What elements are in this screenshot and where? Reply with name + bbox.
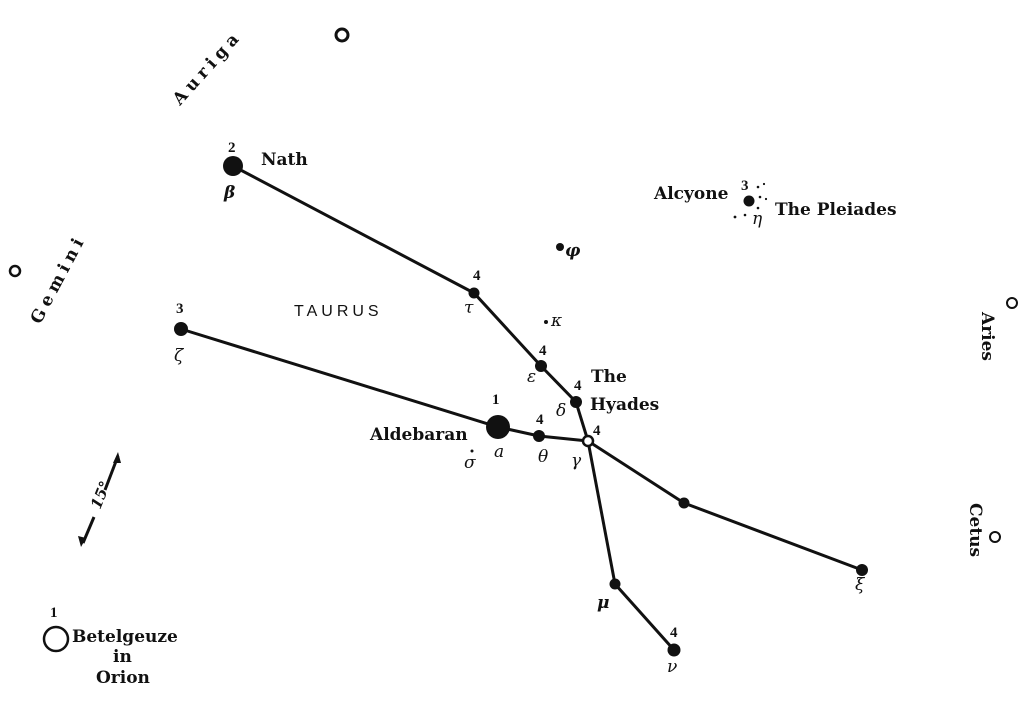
label-nath: Nath	[261, 150, 308, 170]
star-xi	[856, 564, 868, 576]
mag-theta: 4	[536, 412, 544, 428]
star-theta	[533, 430, 545, 442]
star-sigma	[470, 449, 474, 453]
greek-zeta: ζ	[174, 346, 185, 366]
line-gamma-to-xi	[587, 439, 863, 572]
greek-xi: ξ	[855, 575, 866, 595]
label-alcyone: Alcyone	[653, 184, 729, 204]
star-alpha-aldebaran	[486, 415, 510, 439]
mag-gamma: 4	[593, 423, 601, 439]
label-auriga: Auriga	[168, 26, 246, 110]
star-alcyone	[743, 195, 755, 207]
scale-label: 15°	[87, 478, 114, 511]
greek-nu: ν	[667, 657, 677, 677]
star-betelgeuze	[42, 625, 70, 653]
marker-aries	[1006, 297, 1018, 309]
mag-nu: 4	[670, 625, 678, 641]
greek-theta: θ	[538, 447, 548, 467]
label-hyades-line1: The	[591, 367, 627, 387]
label-pleiades: The Pleiades	[775, 200, 897, 220]
greek-eta: η	[752, 209, 763, 229]
mag-betelgeuze: 1	[50, 605, 58, 621]
star-mu	[609, 578, 621, 590]
pleiades-cluster-dots	[733, 182, 768, 219]
label-aldebaran: Aldebaran	[369, 425, 468, 445]
star-beta-nath	[223, 156, 243, 176]
marker-gemini	[8, 264, 22, 278]
star-phi	[556, 243, 564, 251]
label-cetus: Cetus	[965, 503, 985, 557]
mag-alpha: 1	[492, 392, 500, 408]
mag-zeta: 3	[176, 301, 184, 317]
label-hyades-line2: Hyades	[590, 395, 659, 415]
star-gamma	[581, 434, 595, 448]
greek-gamma: γ	[571, 451, 582, 471]
line-gamma-to-nu	[586, 440, 676, 651]
greek-delta: δ	[556, 401, 566, 421]
star-nu	[667, 643, 681, 657]
mag-delta: 4	[574, 378, 582, 394]
greek-phi: φ	[565, 241, 581, 261]
star-tau	[468, 287, 480, 299]
star-zeta	[174, 322, 188, 336]
greek-sigma: σ	[464, 453, 476, 473]
label-aries: Aries	[977, 311, 997, 361]
marker-auriga	[334, 27, 350, 43]
marker-cetus	[989, 531, 1001, 543]
mag-tau: 4	[473, 268, 481, 284]
label-gemini: Gemini	[27, 231, 91, 327]
greek-epsilon: ε	[527, 367, 536, 387]
constellation-name: TAURUS	[294, 303, 383, 320]
scale-arrow	[78, 452, 121, 547]
greek-mu: μ	[597, 593, 609, 613]
label-betelgeuze-in: in	[113, 647, 132, 667]
label-orion: Orion	[96, 668, 150, 688]
label-betelgeuze: Betelgeuze	[72, 627, 178, 647]
greek-beta: β	[223, 183, 235, 203]
greek-alpha: a	[494, 442, 504, 462]
line-zeta-to-gamma	[180, 327, 589, 443]
mag-epsilon: 4	[539, 343, 547, 359]
mag-alcyone: 3	[741, 178, 749, 194]
greek-kappa: κ	[550, 311, 562, 331]
greek-tau: τ	[464, 298, 474, 318]
mag-beta: 2	[228, 140, 236, 156]
star-delta	[570, 396, 582, 408]
star-epsilon	[535, 360, 547, 372]
star-lambda-branch	[678, 497, 690, 509]
star-kappa	[544, 320, 548, 324]
